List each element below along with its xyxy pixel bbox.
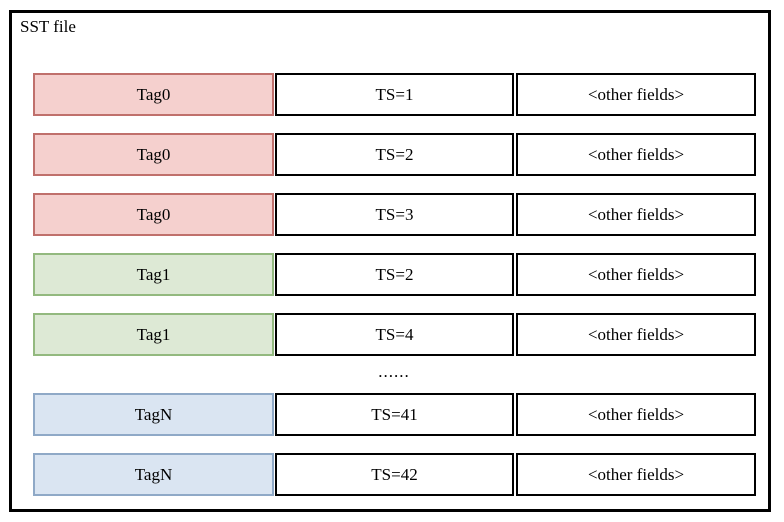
timestamp-cell: TS=41	[275, 393, 514, 436]
timestamp-cell: TS=2	[275, 253, 514, 296]
tag-cell: Tag1	[33, 253, 274, 296]
timestamp-cell: TS=1	[275, 73, 514, 116]
tag-cell: Tag0	[33, 193, 274, 236]
other-fields-cell: <other fields>	[516, 73, 756, 116]
timestamp-cell: TS=42	[275, 453, 514, 496]
timestamp-cell: TS=3	[275, 193, 514, 236]
ellipsis-row: ......	[33, 363, 755, 380]
tag-cell: TagN	[33, 393, 274, 436]
timestamp-cell: TS=2	[275, 133, 514, 176]
sst-file-label: SST file	[20, 17, 76, 36]
tag-cell: Tag0	[33, 133, 274, 176]
other-fields-cell: <other fields>	[516, 133, 756, 176]
tag-cell: Tag0	[33, 73, 274, 116]
ellipsis-text: ......	[378, 362, 410, 381]
other-fields-cell: <other fields>	[516, 453, 756, 496]
other-fields-cell: <other fields>	[516, 193, 756, 236]
timestamp-cell: TS=4	[275, 313, 514, 356]
tag-cell: Tag1	[33, 313, 274, 356]
other-fields-cell: <other fields>	[516, 253, 756, 296]
other-fields-cell: <other fields>	[516, 393, 756, 436]
tag-cell: TagN	[33, 453, 274, 496]
other-fields-cell: <other fields>	[516, 313, 756, 356]
